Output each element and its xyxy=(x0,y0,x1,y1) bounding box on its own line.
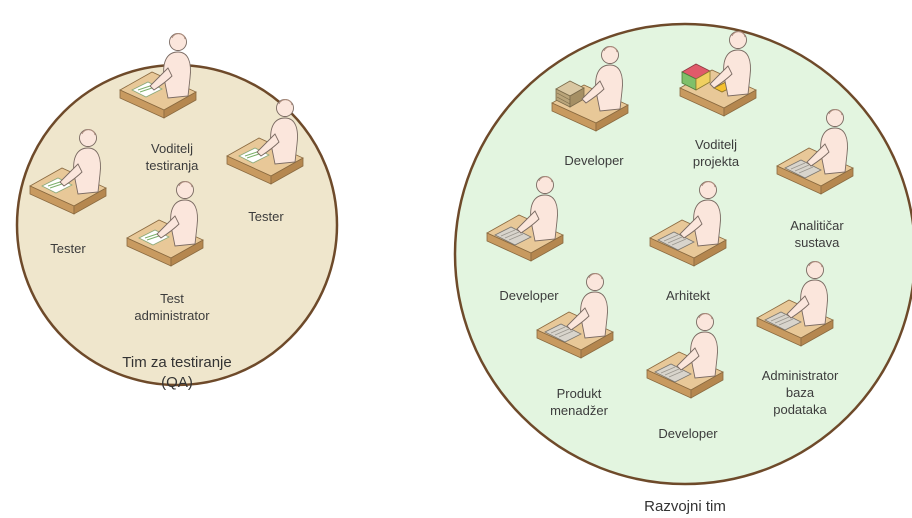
dev-member-label: Developer xyxy=(499,287,558,304)
qa-member-label: Tester xyxy=(248,208,283,225)
dev-team-title: Razvojni tim xyxy=(644,497,726,517)
label-line: projekta xyxy=(692,154,740,169)
label-line: Voditelj xyxy=(695,137,737,152)
team-title-line: (QA) xyxy=(161,374,193,391)
label-line: Tester xyxy=(248,209,284,224)
label-line: menadžer xyxy=(550,403,608,418)
label-line: Analitičar xyxy=(790,218,844,233)
qa-member-label: Test administrator xyxy=(134,290,209,324)
team-title-line: Razvojni tim xyxy=(644,498,726,515)
label-line: Developer xyxy=(564,153,624,168)
dev-member-label: Arhitekt xyxy=(666,287,710,304)
label-line: Test xyxy=(160,291,184,306)
label-line: baza xyxy=(785,385,815,400)
label-line: Developer xyxy=(499,288,559,303)
dev-member-label: Developer xyxy=(658,425,717,442)
dev-member-label: Voditelj projekta xyxy=(693,136,739,170)
label-line: testiranja xyxy=(145,158,199,173)
label-line: sustava xyxy=(794,235,840,250)
team-title-line: Tim za testiranje xyxy=(122,354,232,371)
label-line: Developer xyxy=(658,426,718,441)
qa-team-title: Tim za testiranje (QA) xyxy=(122,353,231,393)
dev-member-label: Developer xyxy=(564,152,623,169)
label-line: Tester xyxy=(50,241,86,256)
qa-member-label: Tester xyxy=(50,240,85,257)
dev-member-label: Administrator baza podataka xyxy=(762,367,839,418)
label-line: Administrator xyxy=(761,368,839,383)
label-line: Produkt xyxy=(556,386,602,401)
qa-member-label: Voditelj testiranja xyxy=(146,140,199,174)
label-line: podataka xyxy=(773,402,827,417)
label-line: Arhitekt xyxy=(665,288,711,303)
label-line: Voditelj xyxy=(151,141,193,156)
label-line: administrator xyxy=(134,308,210,323)
dev-member-label: Produkt menadžer xyxy=(550,385,608,419)
dev-member-label: Analitičar sustava xyxy=(790,217,843,251)
